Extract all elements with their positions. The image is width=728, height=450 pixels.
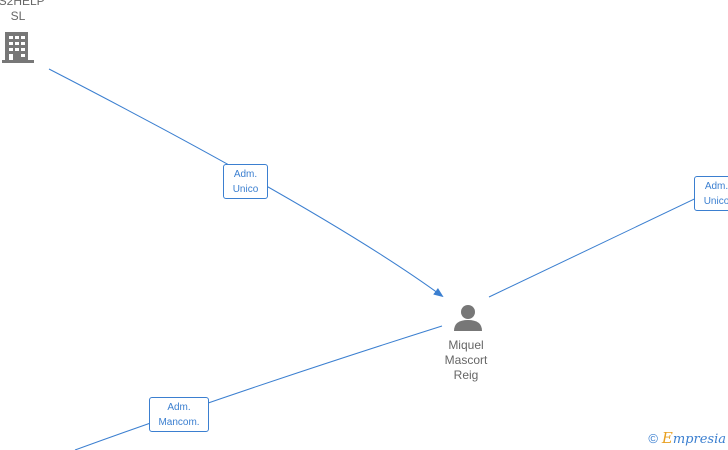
edge-line-bottom-left [74, 325, 443, 450]
company-name-line1: TS2HELP [0, 0, 45, 8]
person-name-line2: Mascort [444, 353, 488, 367]
edge-label-line1: Adm. [167, 402, 191, 413]
edge-label-line1: Adm. [704, 181, 728, 192]
edge-line-company [48, 68, 444, 298]
edge-label-line1: Adm. [233, 169, 258, 180]
empresia-logo: Empresia [661, 429, 726, 447]
person-name-line3: Reig [453, 368, 479, 382]
edge-label-bottom-left[interactable]: Adm. Mancom. [149, 397, 209, 432]
edge-label-right[interactable]: Adm. Unico [694, 176, 728, 211]
building-icon [2, 32, 34, 63]
person-node-label[interactable]: Miquel Mascort Reig [430, 338, 502, 383]
company-name-line2: SL [10, 9, 26, 23]
edge-label-line2: Mancom. [158, 417, 200, 428]
copyright-icon: © [648, 430, 658, 446]
person-icon [454, 305, 482, 331]
edge-line-right [488, 182, 728, 298]
company-node-label[interactable]: TS2HELP SL [0, 0, 48, 24]
person-name-line1: Miquel [448, 338, 484, 352]
empresia-watermark: © Empresia [648, 429, 726, 447]
edge-label-line2: Unico [703, 196, 728, 207]
edge-label-company[interactable]: Adm. Unico [223, 164, 268, 199]
edge-label-line2: Unico [232, 184, 259, 195]
